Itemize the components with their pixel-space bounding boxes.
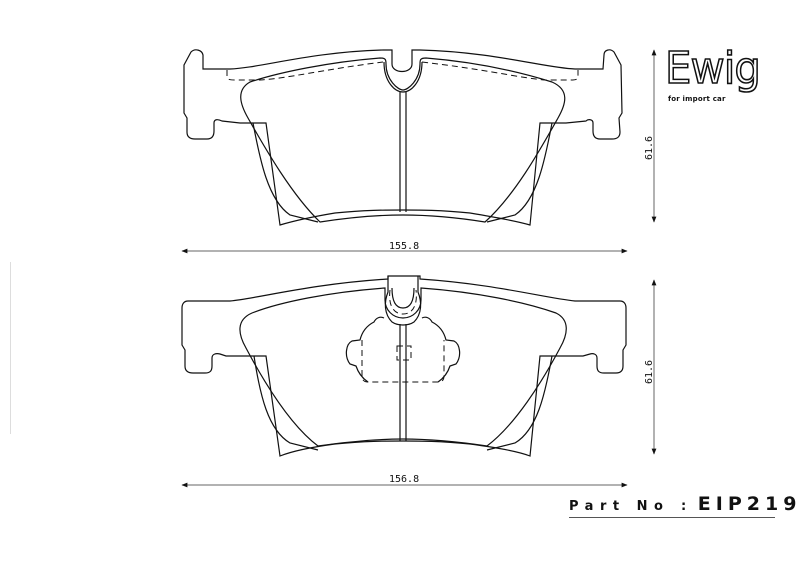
bottom-pad-drawing: [181, 275, 627, 457]
bottom-pad-backing-plate: [181, 275, 627, 457]
bottom-width-dimension: 156.8: [181, 474, 628, 488]
bottom-pad-sensor-housing-left: [345, 316, 385, 383]
brand-tagline: for import car: [668, 95, 726, 103]
top-pad-notch: [383, 61, 423, 93]
bottom-height-dimension: 61.6: [644, 279, 657, 455]
top-pad-drawing: [183, 49, 623, 226]
bottom-pad-clip: [384, 276, 422, 326]
top-pad-chamfer-right: [486, 122, 553, 223]
top-height-label: 61.6: [644, 136, 655, 160]
bottom-height-label: 61.6: [644, 360, 655, 384]
part-number-block: Part No : EIP219: [569, 494, 796, 518]
part-number-value: EIP219: [697, 493, 802, 515]
top-pad-hidden-edge: [226, 61, 579, 81]
bottom-pad-clip-inner: [391, 287, 415, 309]
bottom-pad-friction-material: [239, 287, 567, 447]
bottom-pad-sensor-square: [396, 345, 412, 361]
top-pad-friction-material: [240, 57, 566, 223]
part-number-separator: :: [681, 499, 687, 514]
top-pad-backing-plate: [183, 49, 623, 226]
part-number-label: Part No: [569, 499, 670, 514]
top-width-dimension: 155.8: [181, 241, 628, 254]
bottom-pad-sensor-hidden: [361, 340, 445, 383]
bottom-width-label: 156.8: [389, 474, 419, 485]
bottom-pad-chamfer-right: [486, 355, 553, 451]
bottom-pad-clip-hidden: [389, 289, 417, 315]
page-edge-rule: [10, 262, 11, 434]
top-width-label: 155.8: [389, 241, 419, 252]
brand-logo: Ewig: [664, 43, 761, 94]
bottom-pad-chamfer-left: [253, 355, 319, 451]
bottom-pad-sensor-housing-right: [421, 316, 461, 383]
top-pad-chamfer-left: [252, 122, 319, 223]
top-height-dimension: 61.6: [644, 49, 657, 223]
